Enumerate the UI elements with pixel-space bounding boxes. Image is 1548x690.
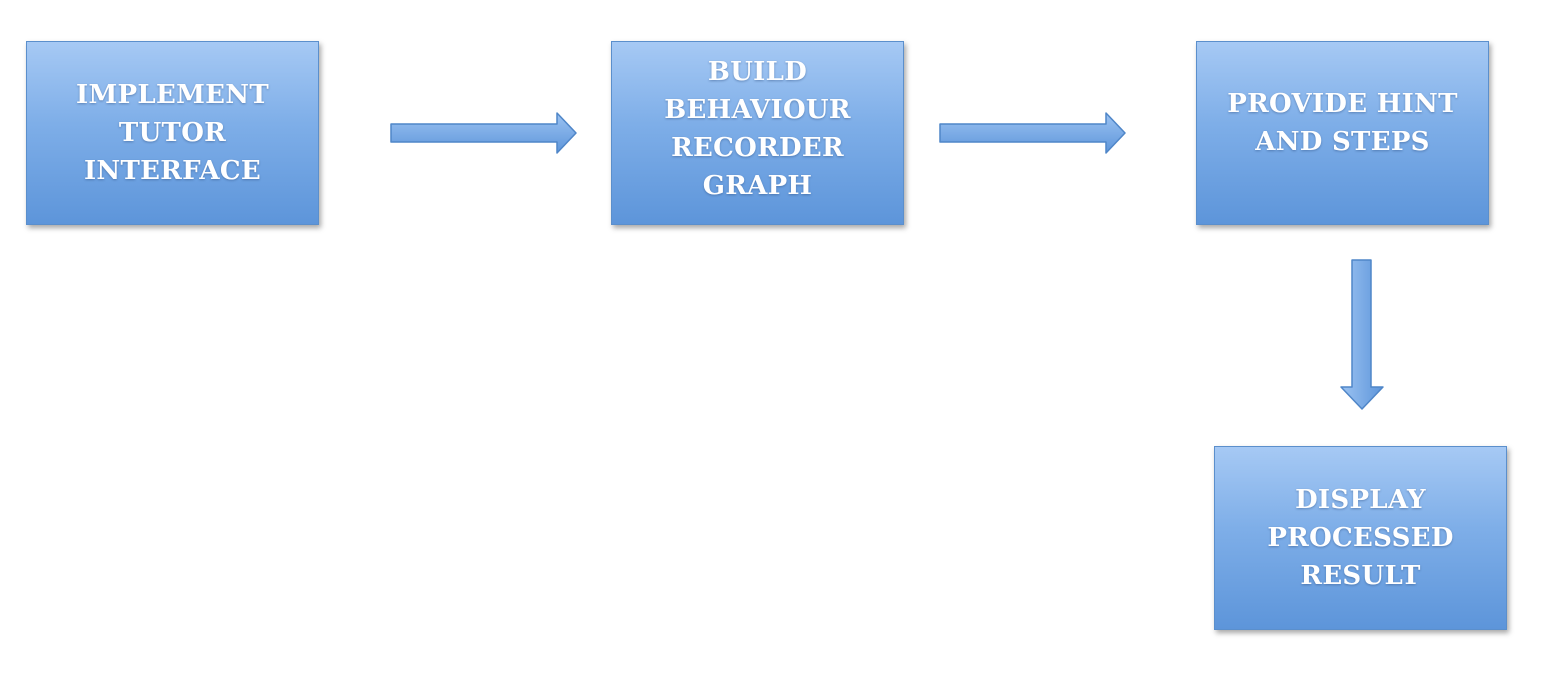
arrow-down-icon [1340,259,1384,410]
step-label: DISPLAY PROCESSED RESULT [1267,485,1454,591]
step-label: IMPLEMENT TUTOR INTERFACE [75,80,269,186]
step-provide-hint-and-steps: PROVIDE HINT AND STEPS [1196,41,1489,225]
arrow-right-icon [939,112,1126,154]
step-build-behaviour-recorder-graph: BUILD BEHAVIOUR RECORDER GRAPH [611,41,904,225]
step-implement-tutor-interface: IMPLEMENT TUTOR INTERFACE [26,41,319,225]
arrow-right-icon [390,112,577,154]
step-display-processed-result: DISPLAY PROCESSED RESULT [1214,446,1507,630]
step-label: BUILD BEHAVIOUR RECORDER GRAPH [664,57,851,201]
step-label: PROVIDE HINT AND STEPS [1227,89,1458,157]
